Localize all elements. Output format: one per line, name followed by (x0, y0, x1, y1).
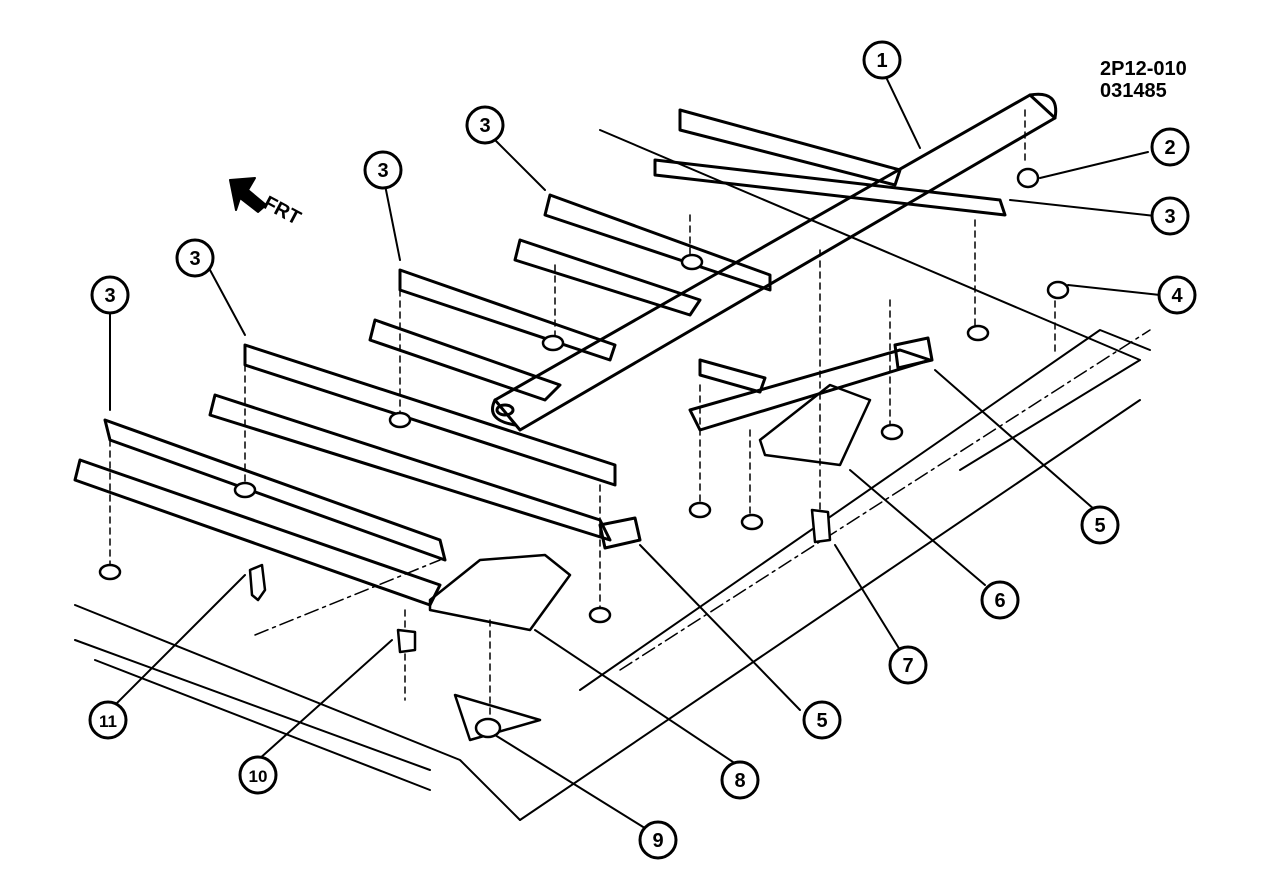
direction-label: FRT (260, 192, 305, 230)
callout-number: 3 (104, 285, 115, 307)
callout-number: 4 (1171, 285, 1183, 307)
callout-4: 4 (1157, 275, 1197, 315)
callout-circle (862, 40, 902, 80)
callout-circle (1150, 196, 1190, 236)
callout-3: 3 (1150, 196, 1190, 236)
callout-circle (1150, 127, 1190, 167)
callout-8: 8 (720, 760, 760, 800)
callout-number: 6 (994, 590, 1005, 612)
callout-circle (90, 275, 130, 315)
callout-number: 3 (1164, 206, 1175, 228)
callout-number: 7 (902, 655, 913, 677)
reference-code-line-1: 2P12-010 (1100, 58, 1187, 80)
callout-circle (363, 150, 403, 190)
callout-10: 10 (238, 755, 278, 795)
callout-number: 10 (249, 767, 268, 786)
callout-2: 2 (1150, 127, 1190, 167)
callout-3: 3 (175, 238, 215, 278)
callout-circle (638, 820, 678, 860)
reference-code-line-2: 031485 (1100, 80, 1167, 102)
callout-number: 5 (816, 710, 827, 732)
fastener-leader-dashes (109, 109, 1056, 721)
callout-1: 1 (862, 40, 902, 80)
callout-circle (802, 700, 842, 740)
callout-circle (1080, 505, 1120, 545)
callout-number: 9 (652, 830, 663, 852)
callout-number: 11 (99, 712, 117, 731)
callout-circle (720, 760, 760, 800)
front-direction-arrow-icon (229, 177, 267, 213)
roof-rail-slats (73, 108, 1007, 607)
reference-code: 2P12-010 031485 (1100, 58, 1187, 102)
callout-circle (888, 645, 928, 685)
callout-number: 3 (479, 115, 490, 137)
callout-number: 3 (189, 248, 200, 270)
centerlines (254, 329, 1151, 671)
callout-9: 9 (638, 820, 678, 860)
callout-number: 2 (1164, 137, 1175, 159)
callout-circle (238, 755, 278, 795)
callout-3: 3 (90, 275, 130, 315)
brackets (428, 383, 872, 742)
callout-number: 3 (377, 160, 388, 182)
bolts (248, 508, 832, 739)
callout-circle (175, 238, 215, 278)
callout-number: 5 (1094, 515, 1105, 537)
callout-5: 5 (1080, 505, 1120, 545)
callout-7: 7 (888, 645, 928, 685)
callout-11: 11 (88, 700, 128, 740)
nuts (98, 167, 1070, 624)
callout-6: 6 (980, 580, 1020, 620)
floor-pan (74, 129, 1151, 821)
callout-number: 8 (734, 770, 745, 792)
callout-circle (88, 700, 128, 740)
callout-3: 3 (363, 150, 403, 190)
callout-circle (1157, 275, 1197, 315)
callout-leader-lines (109, 74, 1161, 831)
callout-3: 3 (465, 105, 505, 145)
callout-number: 1 (876, 50, 887, 72)
cross-bar (491, 92, 1058, 432)
callout-circle (465, 105, 505, 145)
end-caps (598, 336, 934, 550)
callout-badges: 1 2 3 3 3 3 3 4 5 5 6 7 8 9 10 11 (88, 40, 1197, 860)
callout-circle (980, 580, 1020, 620)
callout-5: 5 (802, 700, 842, 740)
